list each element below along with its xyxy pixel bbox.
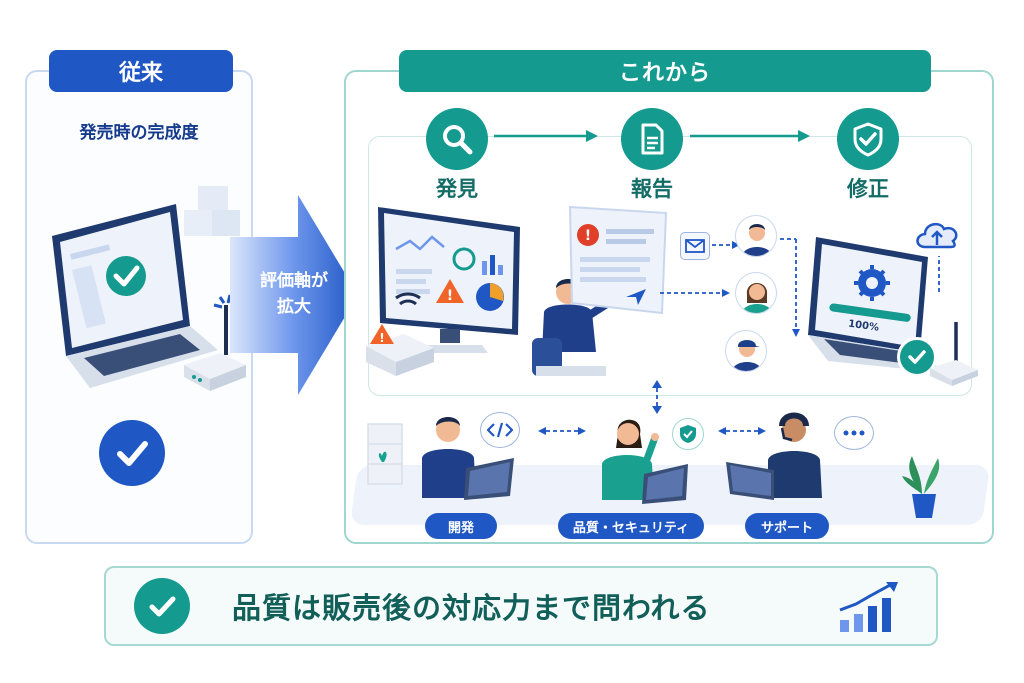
chat-bubble-icon bbox=[834, 416, 874, 450]
report-panel-illustration: ! bbox=[568, 205, 668, 315]
check-icon bbox=[134, 578, 190, 634]
developer-person-illustration bbox=[422, 417, 514, 500]
avatar bbox=[725, 330, 767, 372]
conclusion-banner bbox=[104, 566, 938, 646]
shield-check-icon bbox=[672, 418, 704, 450]
shelf-illustration bbox=[367, 423, 403, 485]
quality-person-illustration bbox=[602, 419, 688, 504]
plant-illustration bbox=[902, 456, 940, 518]
document-icon bbox=[621, 108, 683, 170]
team-connectors bbox=[538, 427, 766, 435]
search-icon bbox=[426, 108, 488, 170]
team-label-support: サポート bbox=[745, 513, 829, 539]
arrow-label-line1: 評価軸が bbox=[260, 271, 328, 291]
step-label-fix: 修正 bbox=[847, 177, 889, 201]
expansion-arrow bbox=[230, 195, 358, 395]
future-title: これから bbox=[399, 50, 931, 92]
arrow-label-line2: 拡大 bbox=[277, 297, 311, 317]
avatar bbox=[735, 272, 777, 314]
support-person-illustration bbox=[726, 412, 822, 500]
cubes-illustration bbox=[184, 186, 240, 236]
step-label-report: 報告 bbox=[631, 177, 673, 201]
shield-check-icon bbox=[837, 108, 899, 170]
report-connectors bbox=[660, 238, 800, 337]
team-label-quality: 品質・セキュリティ bbox=[558, 513, 704, 539]
arrow-label: 評価軸が 拡大 bbox=[244, 268, 344, 320]
workflow-team-connector bbox=[652, 380, 662, 414]
svg-text:!: ! bbox=[379, 331, 384, 345]
check-icon bbox=[99, 420, 165, 486]
svg-text:!: ! bbox=[447, 288, 453, 304]
avatar bbox=[735, 215, 777, 257]
step-arrows bbox=[494, 130, 810, 142]
cloud-upload-icon bbox=[913, 215, 963, 259]
email-icon bbox=[680, 232, 710, 260]
laptop-illustration bbox=[52, 204, 218, 388]
legacy-title: 従来 bbox=[49, 50, 233, 92]
step-label-discover: 発見 bbox=[436, 177, 478, 201]
growth-chart-icon bbox=[839, 582, 898, 632]
svg-text:!: ! bbox=[585, 228, 591, 244]
legacy-subtitle: 発売時の完成度 bbox=[79, 123, 199, 143]
router-illustration bbox=[184, 294, 246, 391]
code-icon bbox=[480, 412, 520, 448]
router-warning-illustration: ! bbox=[366, 292, 434, 376]
cloud-connector bbox=[938, 256, 940, 292]
router-illustration bbox=[930, 322, 978, 386]
conclusion-text: 品質は販売後の対応力まで問われる bbox=[232, 591, 711, 625]
team-label-dev: 開発 bbox=[425, 513, 497, 539]
